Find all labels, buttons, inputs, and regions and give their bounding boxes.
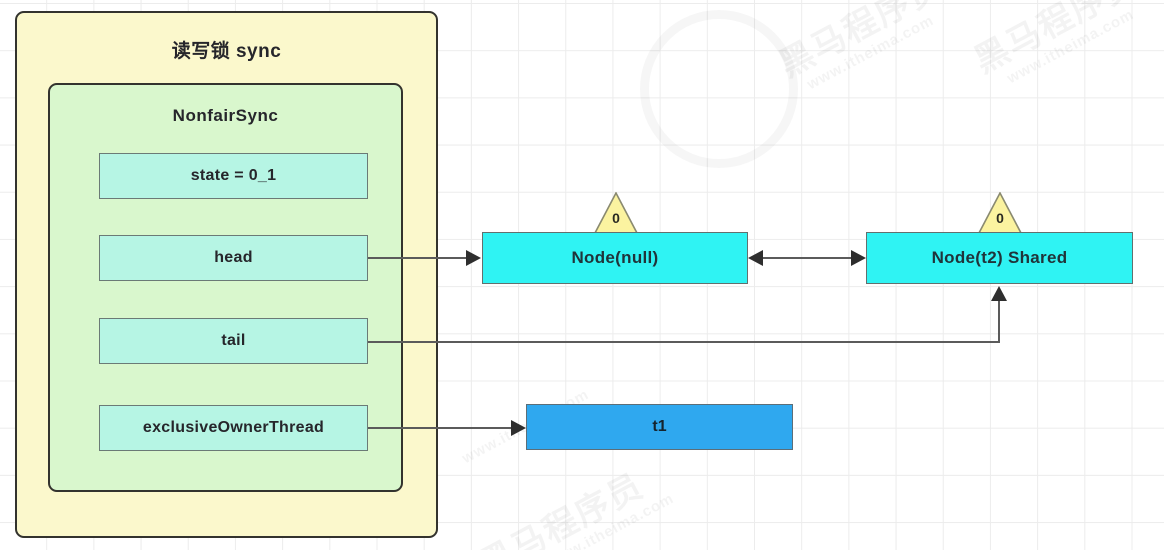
arrowhead-tail-to-node-t2 <box>991 286 1007 301</box>
field-head: head <box>99 235 368 281</box>
sync-container-title: 读写锁 sync <box>171 41 282 62</box>
waitstatus-value-node-null: 0 <box>612 210 620 226</box>
connector-tail-horizontal <box>368 341 1000 343</box>
node-t2-shared: Node(t2) Shared <box>866 232 1133 284</box>
connector-head-to-node-null <box>368 257 472 259</box>
arrowhead-node-t2-to-node-null <box>748 250 763 266</box>
nonfairsync-title: NonfairSync <box>172 106 279 125</box>
watermark-en-bottom: www.itheima.com <box>544 490 677 550</box>
watermark-cn-top: 黑马程序员 <box>769 0 951 86</box>
watermark-en-top: www.itheima.com <box>804 12 937 93</box>
field-state: state = 0_1 <box>99 153 368 199</box>
connector-owner-to-t1 <box>368 427 516 429</box>
arrowhead-node-null-to-node-t2 <box>851 250 866 266</box>
field-tail: tail <box>99 318 368 364</box>
connector-node-null-to-node-t2 <box>758 257 858 259</box>
waitstatus-triangle-node-t2: 0 <box>978 192 1022 234</box>
watermark-cn-bottom: 黑马程序员 <box>469 459 651 550</box>
waitstatus-triangle-node-null: 0 <box>594 192 638 234</box>
waitstatus-value-node-t2: 0 <box>996 210 1004 226</box>
watermark-ring <box>640 10 798 168</box>
field-exclusive-owner-thread: exclusiveOwnerThread <box>99 405 368 451</box>
watermark-en-mid: www.itheima.com <box>1004 6 1137 87</box>
arrowhead-owner-to-t1 <box>511 420 526 436</box>
node-null: Node(null) <box>482 232 748 284</box>
connector-tail-vertical <box>998 300 1000 342</box>
watermark-cn-mid: 黑马程序员 <box>964 0 1146 82</box>
arrowhead-head-to-node-null <box>466 250 481 266</box>
thread-box-t1: t1 <box>526 404 793 450</box>
